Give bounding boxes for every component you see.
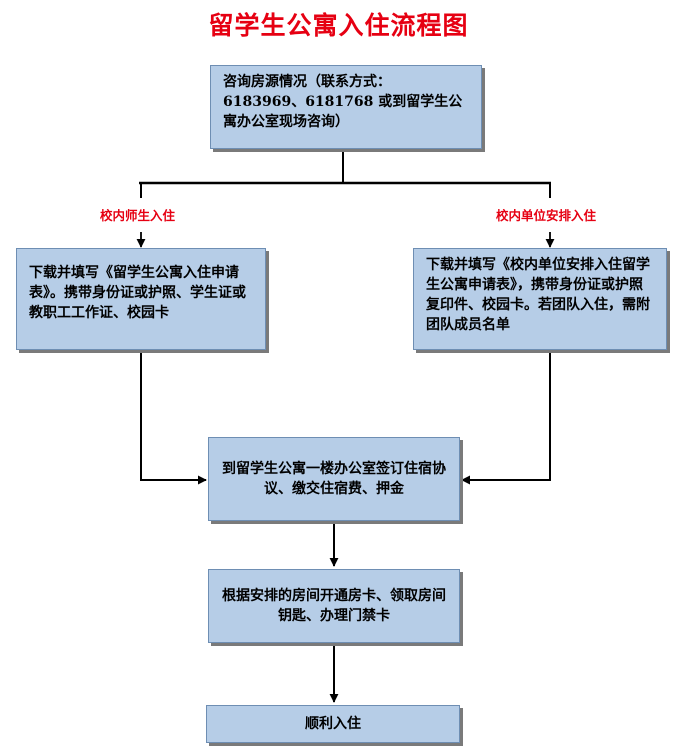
left-form-box: 下载并填写《留学生公寓入住申请表》。携带身份证或护照、学生证或教职工工作证、校园…: [16, 248, 266, 350]
page-title: 留学生公寓入住流程图: [208, 11, 469, 40]
consult-text: 咨询房源情况（联系方式：6183969、6181768 或到留学生公寓办公室现场…: [223, 74, 463, 130]
branch-label-left: 校内师生入住: [100, 208, 176, 223]
left-form-text: 下载并填写《留学生公寓入住申请表》。携带身份证或护照、学生证或教职工工作证、校园…: [29, 265, 246, 321]
right-form-text: 下载并填写《校内单位安排入住留学生公寓申请表》，携带身份证或护照复印件、校园卡。…: [426, 257, 650, 333]
room-card-box: 根据安排的房间开通房卡、领取房间钥匙、办理门禁卡: [208, 569, 460, 643]
right-form-box: 下载并填写《校内单位安排入住留学生公寓申请表》，携带身份证或护照复印件、校园卡。…: [413, 248, 667, 350]
room-card-text: 根据安排的房间开通房卡、领取房间钥匙、办理门禁卡: [222, 588, 446, 624]
done-box: 顺利入住: [206, 705, 460, 743]
done-text: 顺利入住: [305, 716, 361, 732]
left-merge-line: [140, 351, 207, 485]
consult-box: 咨询房源情况（联系方式：6183969、6181768 或到留学生公寓办公室现场…: [210, 65, 482, 149]
sign-box: 到留学生公寓一楼办公室签订住宿协议、缴交住宿费、押金: [208, 437, 460, 521]
right-merge-line: [461, 351, 551, 485]
branch-label-right: 校内单位安排入住: [496, 208, 597, 223]
sign-text: 到留学生公寓一楼办公室签订住宿协议、缴交住宿费、押金: [222, 461, 446, 497]
